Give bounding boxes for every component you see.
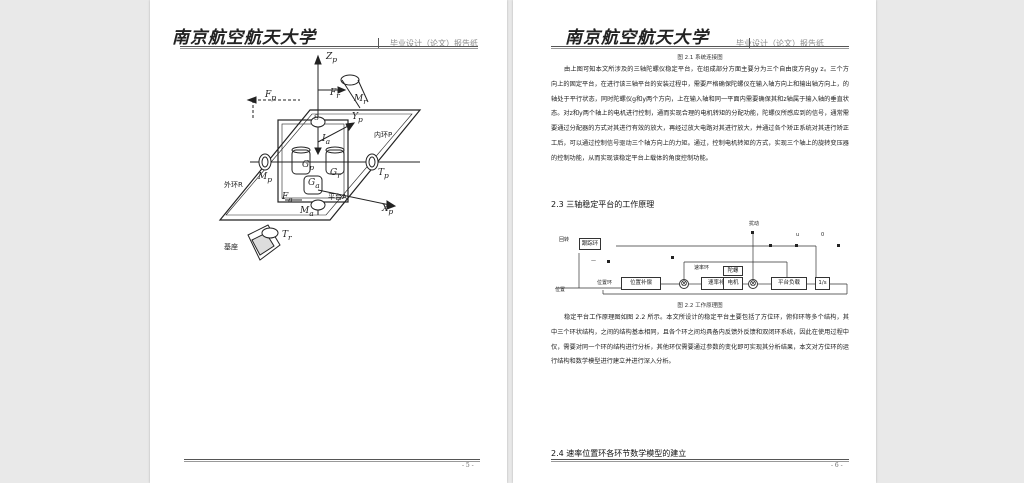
label-base: 基座	[224, 243, 238, 251]
label-outer-ring: 外环R	[224, 181, 243, 189]
label-mp: Mp	[258, 172, 273, 184]
block-pingtai-fuzai: 平台负载	[771, 277, 807, 290]
label-inner-ring: 内环P	[374, 131, 393, 139]
footer-rule-thin	[184, 461, 480, 462]
label-fa: Fa	[282, 192, 293, 204]
gimbal-figure: Zp Fp Fr Mr Yp S Ia 内环P 外环R Mp Tp Gp Gr …	[190, 50, 440, 290]
figure-caption-2-1: 图 2.1 系统连接图	[677, 55, 723, 61]
block-weizhi-buchang: 位置补偿	[621, 277, 661, 290]
section-heading-2-3: 2.3 三轴稳定平台的工作原理	[551, 200, 655, 209]
header-title: 毕业设计（论文）报告纸	[736, 39, 824, 48]
footer-rule	[184, 459, 480, 460]
control-block-diagram: 回转 跟踪环 位置补偿 ⊗ 速率补偿 陀螺 电机 ⊗ 平台负载 1/s 速率环 …	[551, 218, 851, 298]
marker	[769, 244, 772, 247]
label-gr: Gr	[330, 168, 341, 180]
block-diagram-lines	[556, 234, 848, 295]
block-gensui: 跟踪环	[579, 238, 601, 250]
label-u: u	[796, 232, 800, 238]
footer-rule-thin	[551, 461, 849, 462]
label-ma: Ma	[300, 206, 314, 218]
document-page-right: 南京航空航天大学 毕业设计（论文）报告纸 图 2.1 系统连接图 由上图可知本文…	[513, 0, 876, 483]
marker	[795, 244, 798, 247]
header-rule	[551, 46, 849, 47]
summing-junction-1: ⊗	[679, 279, 689, 289]
summing-junction-2: ⊗	[748, 279, 758, 289]
label-ia: Ia	[322, 134, 331, 146]
label-zp: Zp	[326, 52, 338, 64]
document-page-left: 南京航空航天大学 毕业设计（论文）报告纸	[150, 0, 507, 483]
label-fp: Fp	[265, 90, 277, 102]
gimbal-drawing	[218, 54, 422, 261]
footer-rule	[551, 459, 849, 460]
label-platform: 平台A	[328, 193, 347, 201]
page-number: - 5 -	[462, 462, 474, 469]
marker	[837, 244, 840, 247]
marker	[751, 231, 754, 234]
figure-caption-2-2: 图 2.2 工作原理图	[677, 303, 723, 309]
label-weizhi: 位置	[555, 287, 566, 293]
block-integrator: 1/s	[815, 277, 830, 290]
label-tp: Tp	[378, 168, 389, 180]
label-huizhuan: 回转	[559, 237, 570, 243]
header-rule-thin	[551, 48, 849, 49]
label-tr: Tr	[282, 230, 292, 242]
header-rule-thin	[180, 48, 478, 49]
body-paragraph-2: 稳定平台工作原理图如图 2.2 所示。本文所设计的稳定平台主要包括了方位环，俯仰…	[551, 314, 849, 366]
label-yp: Yp	[352, 112, 363, 124]
label-zero: 0	[821, 232, 825, 238]
header-rule	[180, 46, 478, 47]
label-s: S	[314, 114, 319, 122]
header-divider	[378, 38, 379, 48]
label-weizhihuan: 位置环	[597, 280, 613, 286]
label-ga: Ga	[308, 178, 320, 190]
body-paragraph-1: 由上图可知本文所涉及的三轴陀螺仪稳定平台，在组成部分方面主要分为三个自由度方向g…	[551, 66, 849, 162]
label-sulvhuan: 速率环	[694, 265, 710, 271]
university-logo: 南京航空航天大学	[172, 28, 316, 48]
page-number: - 6 -	[831, 462, 843, 469]
header-divider	[749, 38, 750, 48]
header-title: 毕业设计（论文）报告纸	[390, 39, 478, 48]
label-gp: Gp	[302, 160, 315, 172]
label-xp: Xp	[382, 204, 394, 216]
marker	[671, 256, 674, 259]
marker	[607, 260, 610, 263]
label-raodong: 扰动	[749, 221, 760, 227]
section-heading-2-4: 2.4 速率位置环各环节数学模型的建立	[551, 449, 687, 458]
block-tuoluo: 陀螺	[723, 266, 743, 276]
label-fr: Fr	[330, 88, 340, 100]
label-mr: Mr	[354, 94, 367, 106]
label-minus: —	[591, 258, 596, 264]
block-dianji: 电机	[723, 277, 743, 290]
university-logo: 南京航空航天大学	[565, 28, 709, 48]
